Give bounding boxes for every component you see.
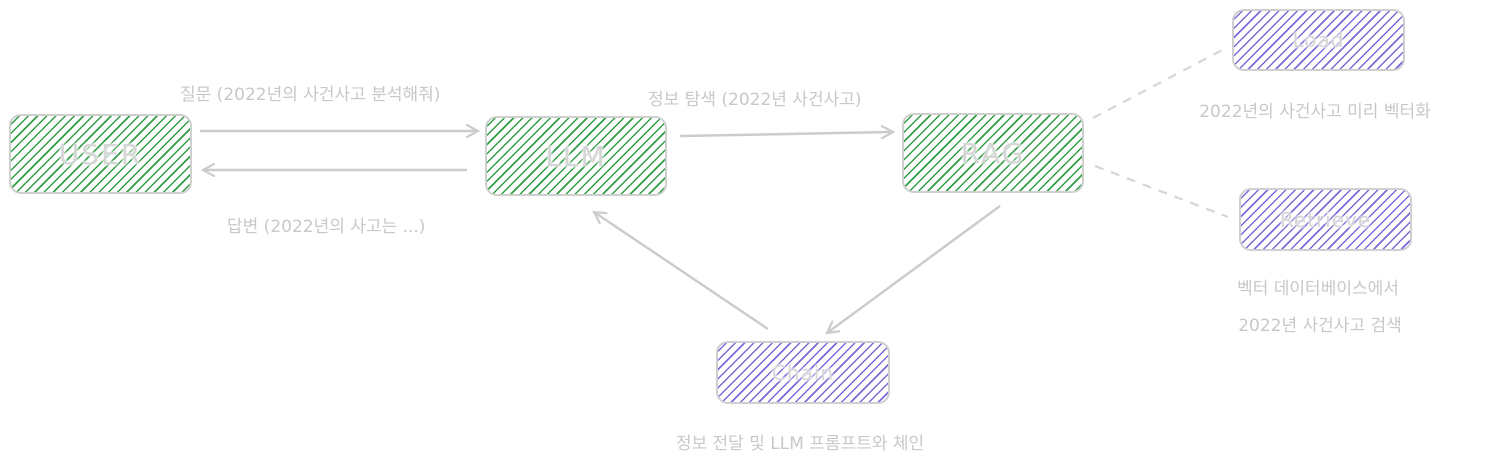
chain-node[interactable]: Chain bbox=[716, 341, 890, 404]
dashed-rag-to-load bbox=[1092, 46, 1229, 119]
llm-node-label: LLM bbox=[545, 139, 607, 173]
llm-node[interactable]: LLM bbox=[485, 116, 667, 196]
note-retrieve-line1: 벡터 데이터베이스에서 bbox=[1237, 279, 1399, 299]
rag-node-label: RAG bbox=[960, 136, 1026, 170]
dashed-rag-to-retrieve bbox=[1094, 164, 1229, 219]
note-load: 2022년의 사건사고 미리 벡터화 bbox=[1199, 102, 1431, 122]
edge-label-answer: 답변 (2022년의 사고는 ...) bbox=[227, 217, 426, 237]
load-node[interactable]: Load bbox=[1232, 9, 1405, 71]
load-node-label: Load bbox=[1292, 28, 1345, 52]
retrieve-node[interactable]: Retrieve bbox=[1239, 188, 1412, 251]
arrow-rag-to-chain bbox=[827, 204, 1001, 333]
edge-label-question: 질문 (2022년의 사건사고 분석해줘) bbox=[180, 85, 441, 105]
note-chain: 정보 전달 및 LLM 프롬프트와 체인 bbox=[675, 434, 925, 454]
retrieve-node-label: Retrieve bbox=[1279, 207, 1372, 232]
edge-label-search: 정보 탐색 (2022년 사건사고) bbox=[648, 90, 862, 110]
note-retrieve-line2: 2022년 사건사고 검색 bbox=[1238, 316, 1402, 336]
rag-node[interactable]: RAG bbox=[902, 113, 1084, 193]
user-node[interactable]: USER bbox=[9, 114, 192, 194]
arrow-llm-to-rag bbox=[679, 132, 893, 136]
arrow-chain-to-llm bbox=[594, 212, 769, 331]
user-node-label: USER bbox=[58, 137, 143, 171]
chain-node-label: Chain bbox=[771, 360, 835, 385]
